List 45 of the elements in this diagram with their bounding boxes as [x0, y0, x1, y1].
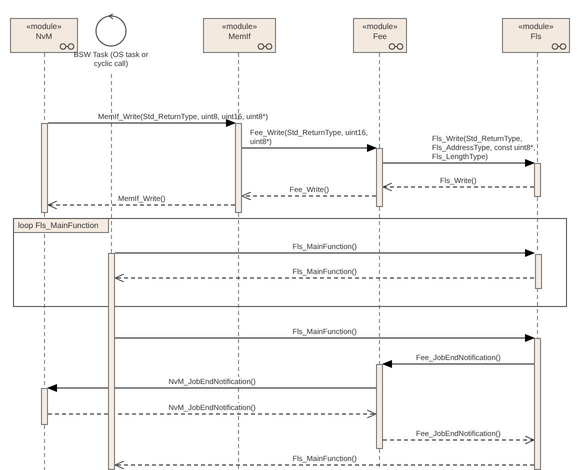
message-arrow	[47, 384, 376, 392]
return-arrow	[114, 274, 534, 282]
activation-bar	[534, 163, 541, 197]
lifeline	[379, 52, 380, 148]
activation-bar	[535, 254, 542, 289]
module-box	[203, 18, 276, 53]
stereotype-label: «module»	[220, 22, 258, 32]
return-arrow	[48, 410, 376, 418]
return-arrow	[48, 200, 236, 210]
module-box	[353, 18, 407, 53]
activation-bar	[376, 148, 383, 207]
activation-bar	[235, 123, 242, 213]
message-arrow	[48, 119, 236, 127]
lifeline	[111, 74, 112, 254]
message-arrow	[114, 249, 535, 257]
activation-bar	[41, 123, 48, 213]
stereotype-label: «module»	[25, 22, 63, 32]
module-name: NvM	[34, 32, 54, 42]
return-arrow	[382, 182, 534, 192]
message-arrow	[382, 159, 535, 167]
message-arrow	[242, 144, 377, 152]
return-arrow	[382, 436, 534, 444]
lifeline	[238, 212, 239, 470]
activation-bar	[41, 388, 48, 425]
stereotype-label: «module»	[361, 22, 399, 32]
module-name: Fee	[372, 32, 388, 42]
activation-bar	[376, 364, 383, 449]
lifeline	[44, 424, 45, 470]
activation-bar	[534, 338, 541, 470]
module-box	[10, 18, 78, 53]
lifeline	[379, 448, 380, 470]
module-name: MemIf	[227, 32, 252, 42]
message-arrow	[114, 334, 535, 342]
loop-frame	[13, 218, 567, 307]
lifeline	[537, 52, 538, 164]
lifeline	[537, 288, 538, 338]
module-name: Fls	[530, 32, 542, 42]
return-arrow	[114, 460, 534, 470]
lifeline	[379, 206, 380, 364]
module-box	[502, 18, 570, 53]
frame-label: loop Fls_MainFunction	[14, 219, 110, 233]
message-arrow	[382, 360, 534, 368]
activation-bar	[108, 253, 115, 470]
return-arrow	[242, 192, 376, 200]
stereotype-label: «module»	[517, 22, 555, 32]
